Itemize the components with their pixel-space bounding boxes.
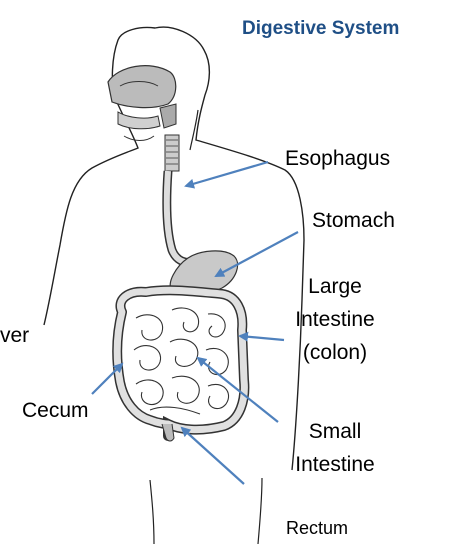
rectum-arrow: [182, 428, 244, 484]
esophagus-arrow: [186, 162, 268, 186]
label-large-intestine-line3: (colon): [285, 336, 385, 369]
label-small-intestine-line2: Intestine: [285, 448, 385, 481]
label-small-intestine: Small Intestine: [285, 415, 385, 481]
label-rectum: Rectum: [286, 518, 348, 539]
leg-outline: [150, 478, 262, 544]
label-small-intestine-line1: Small: [285, 415, 385, 448]
head-mouth-region: [108, 66, 176, 141]
diagram-title: Digestive System: [242, 18, 399, 40]
label-stomach: Stomach: [312, 204, 395, 237]
label-liver-partial: ver: [0, 319, 29, 352]
label-esophagus: Esophagus: [285, 142, 390, 175]
label-cecum: Cecum: [22, 394, 89, 427]
small-intestine-organ: [134, 308, 229, 414]
label-large-intestine: Large Intestine (colon): [285, 270, 385, 369]
label-large-intestine-line2: Intestine: [285, 303, 385, 336]
esophagus-organ: [165, 135, 194, 263]
label-large-intestine-line1: Large: [285, 270, 385, 303]
